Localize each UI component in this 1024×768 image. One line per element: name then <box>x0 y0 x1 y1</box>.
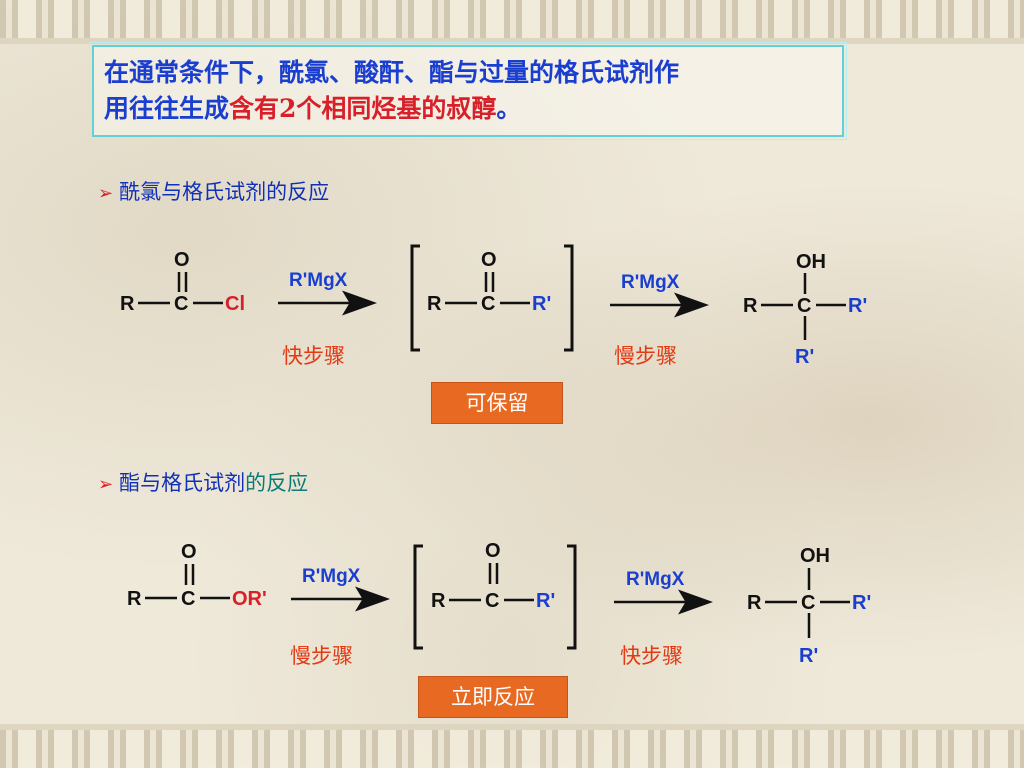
alkoxy-leaving-group: OR' <box>232 588 267 610</box>
ketone-intermediate-bracket: O R C R' <box>410 244 574 352</box>
chloride-leaving-group: Cl <box>225 293 245 315</box>
r-group: R <box>120 293 135 315</box>
note-line-2: 用往往生成含有2个相同烃基的叔醇。 <box>104 91 832 127</box>
ketone-intermediate-bracket: O R C R' <box>413 540 577 650</box>
note-line-1: 在通常条件下，酰氯、酸酐、酯与过量的格氏试剂作 <box>104 58 680 87</box>
oxygen-atom: O <box>481 249 497 271</box>
decorative-border-top <box>0 0 1024 44</box>
ester-structure: O R C OR' <box>127 541 267 610</box>
immediate-reaction-tag: 立即反应 <box>418 676 568 718</box>
step-label: 快步骤 <box>282 344 345 368</box>
carbon-atom: C <box>797 295 811 317</box>
step-label: 慢步骤 <box>290 644 353 668</box>
oxygen-atom: O <box>485 540 501 562</box>
tertiary-alcohol-structure: OH R C R' R' <box>743 251 867 368</box>
r-prime-group: R' <box>848 295 867 317</box>
r-group: R <box>743 295 758 317</box>
note-line-2-blue: 用往往生成 <box>104 94 230 123</box>
section2-title-blue: 酯与格氏试剂 <box>119 471 246 495</box>
r-prime-group: R' <box>852 592 871 614</box>
decorative-border-bottom <box>0 724 1024 768</box>
r-prime-group: R' <box>799 645 818 667</box>
bullet-arrow-icon: ➢ <box>98 474 114 495</box>
summary-note-box: 在通常条件下，酰氯、酸酐、酯与过量的格氏试剂作 用往往生成含有2个相同烃基的叔醇… <box>89 42 847 140</box>
section1-title: 酰氯与格氏试剂的反应 <box>119 180 330 204</box>
section1-heading: ➢酰氯与格氏试剂的反应 <box>98 176 329 206</box>
r-group: R <box>127 588 142 610</box>
hydroxyl-group: OH <box>796 251 826 273</box>
r-group: R <box>431 590 446 612</box>
step-label: 慢步骤 <box>614 344 677 368</box>
acyl-chloride-structure: O R C Cl <box>120 249 245 315</box>
hydroxyl-group: OH <box>800 545 830 567</box>
retainable-tag: 可保留 <box>431 382 563 424</box>
carbon-atom: C <box>181 588 195 610</box>
step-label: 快步骤 <box>620 644 683 668</box>
section2-heading: ➢酯与格氏试剂的反应 <box>98 467 308 497</box>
reaction-arrow-1: R'MgX 快步骤 <box>278 270 377 368</box>
note-line-2-end: 。 <box>496 94 522 123</box>
carbon-atom: C <box>481 293 495 315</box>
r-group: R <box>747 592 762 614</box>
tertiary-alcohol-structure: OH R C R' R' <box>747 545 871 667</box>
reagent-label: R'MgX <box>621 272 680 293</box>
r-prime-group: R' <box>532 293 551 315</box>
oxygen-atom: O <box>181 541 197 563</box>
carbon-atom: C <box>174 293 188 315</box>
oxygen-atom: O <box>174 249 190 271</box>
carbon-atom: C <box>485 590 499 612</box>
reagent-label: R'MgX <box>302 566 361 587</box>
r-prime-group: R' <box>536 590 555 612</box>
bullet-arrow-icon: ➢ <box>98 183 114 204</box>
note-line-2-red: 含有2个相同烃基的叔醇 <box>229 94 497 123</box>
reagent-label: R'MgX <box>289 270 348 291</box>
reaction-arrow-2: R'MgX 慢步骤 <box>610 272 709 368</box>
reaction-arrow-4: R'MgX 快步骤 <box>614 569 713 668</box>
carbon-atom: C <box>801 592 815 614</box>
section2-title-teal: 的反应 <box>245 471 309 495</box>
r-prime-group: R' <box>795 346 814 368</box>
reaction-arrow-3: R'MgX 慢步骤 <box>290 566 390 668</box>
reagent-label: R'MgX <box>626 569 685 590</box>
r-group: R <box>427 293 442 315</box>
